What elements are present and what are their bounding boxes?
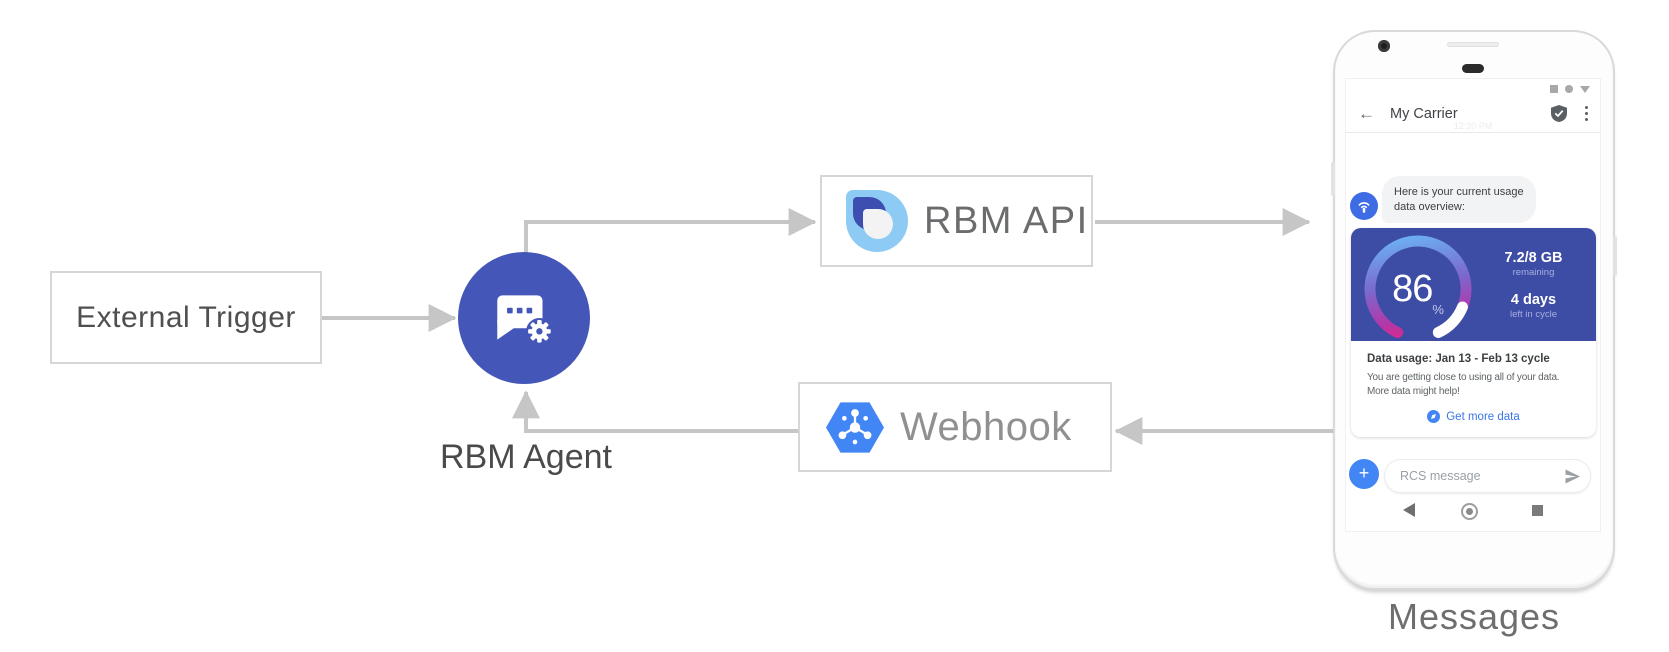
usage-gauge-panel: 86 % 7.2/8 GB remaining 4 days left in c… (1351, 228, 1596, 343)
earpiece (1462, 64, 1484, 73)
usage-card-text-line2: More data might help! (1367, 385, 1460, 397)
agent-message-line2: data overview: (1394, 200, 1465, 213)
rbm-api-box: RBM API (820, 175, 1093, 267)
phone-mockup: ← My Carrier 12:30 PM (1331, 30, 1617, 590)
conversation-title: My Carrier (1390, 105, 1458, 122)
usage-card-body: Data usage: Jan 13 - Feb 13 cycle You ar… (1351, 341, 1596, 437)
status-triangle-icon (1580, 85, 1590, 93)
usage-percent: 86 % (1360, 231, 1476, 347)
power-button (1613, 236, 1617, 276)
cycle-days-value: 4 days (1510, 292, 1557, 308)
message-timestamp: 12:30 PM (1453, 121, 1493, 131)
volume-button (1331, 162, 1335, 196)
webhook-label: Webhook (900, 404, 1072, 449)
back-icon[interactable]: ← (1358, 103, 1375, 123)
remaining-value: 7.2/8 GB (1504, 250, 1563, 266)
rbm-api-label: RBM API (924, 199, 1089, 242)
usage-percent-sign: % (1432, 302, 1444, 317)
agent-message-bubble: Here is your current usage data overview… (1382, 176, 1536, 223)
cycle-days-label: left in cycle (1510, 309, 1557, 320)
android-home-button[interactable] (1461, 503, 1478, 520)
message-input-pill (1384, 459, 1591, 493)
conversation-header: ← My Carrier (1346, 95, 1600, 133)
agent-message-line1: Here is your current usage (1394, 186, 1524, 198)
agent-avatar (1350, 192, 1378, 220)
android-back-button[interactable] (1403, 503, 1415, 517)
rbm-agent-node (458, 252, 590, 384)
chat-bubble-gear-icon (497, 295, 553, 345)
arrow-webhook-to-rbm-agent (512, 390, 798, 433)
get-more-data-action[interactable]: Get more data (1367, 410, 1580, 423)
carrier-antenna-icon (1358, 202, 1370, 213)
attach-plus-button[interactable]: + (1349, 459, 1379, 489)
overflow-menu-icon[interactable] (1584, 105, 1588, 122)
top-speaker-slot (1447, 42, 1499, 47)
verified-shield-icon (1550, 105, 1567, 122)
usage-card-title: Data usage: Jan 13 - Feb 13 cycle (1367, 353, 1550, 365)
external-trigger-box: External Trigger (50, 271, 322, 364)
webhook-box: Webhook (798, 382, 1112, 472)
rbm-agent-label: RBM Agent (440, 438, 612, 476)
status-bar (1550, 82, 1590, 96)
status-dot-icon (1565, 85, 1573, 93)
usage-card-text-line1: You are getting close to using all of yo… (1367, 372, 1560, 383)
send-icon[interactable] (1564, 468, 1581, 485)
external-trigger-label: External Trigger (76, 300, 296, 334)
front-camera (1378, 40, 1390, 52)
rcs-message-input[interactable] (1385, 469, 1540, 483)
cloud-pubsub-hexagon-icon (826, 401, 884, 453)
remaining-label: remaining (1512, 267, 1555, 278)
data-usage-rich-card: 86 % 7.2/8 GB remaining 4 days left in c… (1351, 228, 1596, 437)
rbm-api-logo-icon (846, 190, 908, 252)
compass-icon (1427, 410, 1441, 423)
arrow-rbm-agent-to-rbm-api (524, 208, 817, 253)
usage-gauge (1364, 235, 1472, 343)
android-recents-button[interactable] (1532, 505, 1543, 516)
phone-screen: ← My Carrier 12:30 PM (1345, 78, 1601, 532)
messages-caption: Messages (1387, 596, 1561, 637)
get-more-data-label: Get more data (1446, 410, 1520, 423)
usage-percent-value: 86 (1392, 267, 1433, 310)
usage-summary: 7.2/8 GB remaining 4 days left in cycle (1471, 228, 1596, 341)
status-square-icon (1550, 85, 1558, 93)
